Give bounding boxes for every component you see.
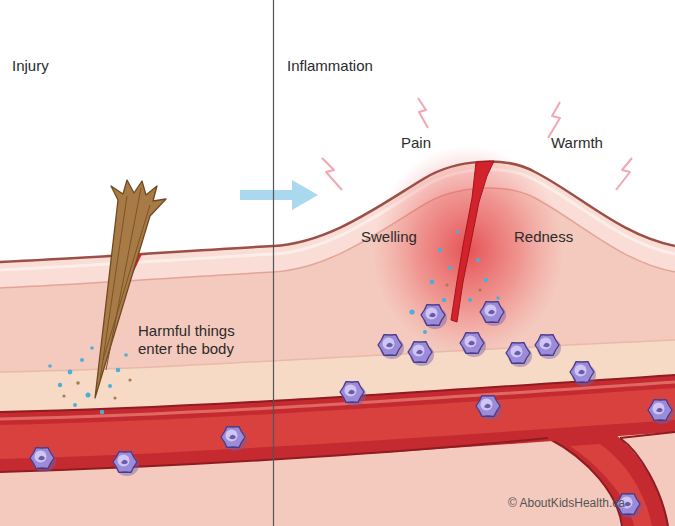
white-blood-cell [506,343,532,367]
germ-particle [90,346,94,350]
dermis-layer [0,162,675,526]
germ-particle [100,410,104,414]
note: Harmful things enter the body [138,322,266,358]
germ-particle [48,364,52,368]
white-blood-cell [340,382,366,406]
white-blood-cell [113,452,139,476]
germ-particle [86,393,91,398]
germ-particle [409,309,414,314]
white-blood-cell [570,362,596,386]
panel-heading: Injury [12,57,49,75]
white-blood-cell [460,333,486,357]
vessel-lumen [570,444,652,526]
symptom-label: Pain [401,134,431,152]
debris-particle [62,394,65,397]
pain-mark [322,158,342,190]
debris-particle [445,283,448,286]
debris-particle [478,288,481,291]
symptom-label: Warmth [551,134,603,152]
symptom-label: Redness [514,228,573,246]
white-blood-cell [421,305,447,329]
germ-particle [456,230,460,234]
panel-divider [273,0,274,526]
germ-particle [442,298,446,302]
debris-particle [113,396,116,399]
white-blood-cell [221,427,247,451]
germ-particle [484,278,488,282]
white-blood-cell [408,342,434,366]
vessel-wall [548,438,622,526]
white-blood-cell [480,302,506,326]
debris-particle [128,378,131,381]
germ-particle [58,383,62,387]
debris-particle [76,381,80,385]
germ-particle [448,266,452,270]
germ-particle [116,368,121,373]
germ-particle [80,358,84,362]
vessel-highlight [0,382,675,419]
vessel-lumen [0,388,675,459]
wood-grain [100,188,150,380]
panel-heading: Inflammation [287,57,373,75]
pain-mark [418,98,428,128]
germ-particle [430,280,435,285]
white-blood-cell [30,448,56,472]
germ-particle [73,403,77,407]
germ-particle [124,353,128,357]
vessel-wall [620,432,675,438]
white-blood-cell [648,400,674,424]
warmth-mark [616,158,632,190]
germ-particle [476,258,480,262]
white-blood-cell [616,494,642,518]
germ-particle [108,384,112,388]
germ-particle [438,248,442,252]
white-blood-cell [476,396,502,420]
blood-vessel-branch [548,432,668,526]
germ-particle [468,298,472,302]
germ-particle [423,330,427,334]
skin-surface [0,162,675,262]
white-blood-cell [378,335,404,359]
white-blood-cell [535,335,561,359]
blood-vessel [0,375,675,472]
splinter [95,180,166,398]
epidermis-layer [0,162,675,288]
symptom-label: Swelling [361,228,417,246]
transition-arrow [240,180,318,210]
redness-glow [373,145,563,355]
wound [451,161,494,322]
germ-particle [496,296,500,300]
germ-particle [68,370,73,375]
warmth-mark [548,102,560,138]
watermark: © AboutKidsHealth.ca [508,494,625,512]
